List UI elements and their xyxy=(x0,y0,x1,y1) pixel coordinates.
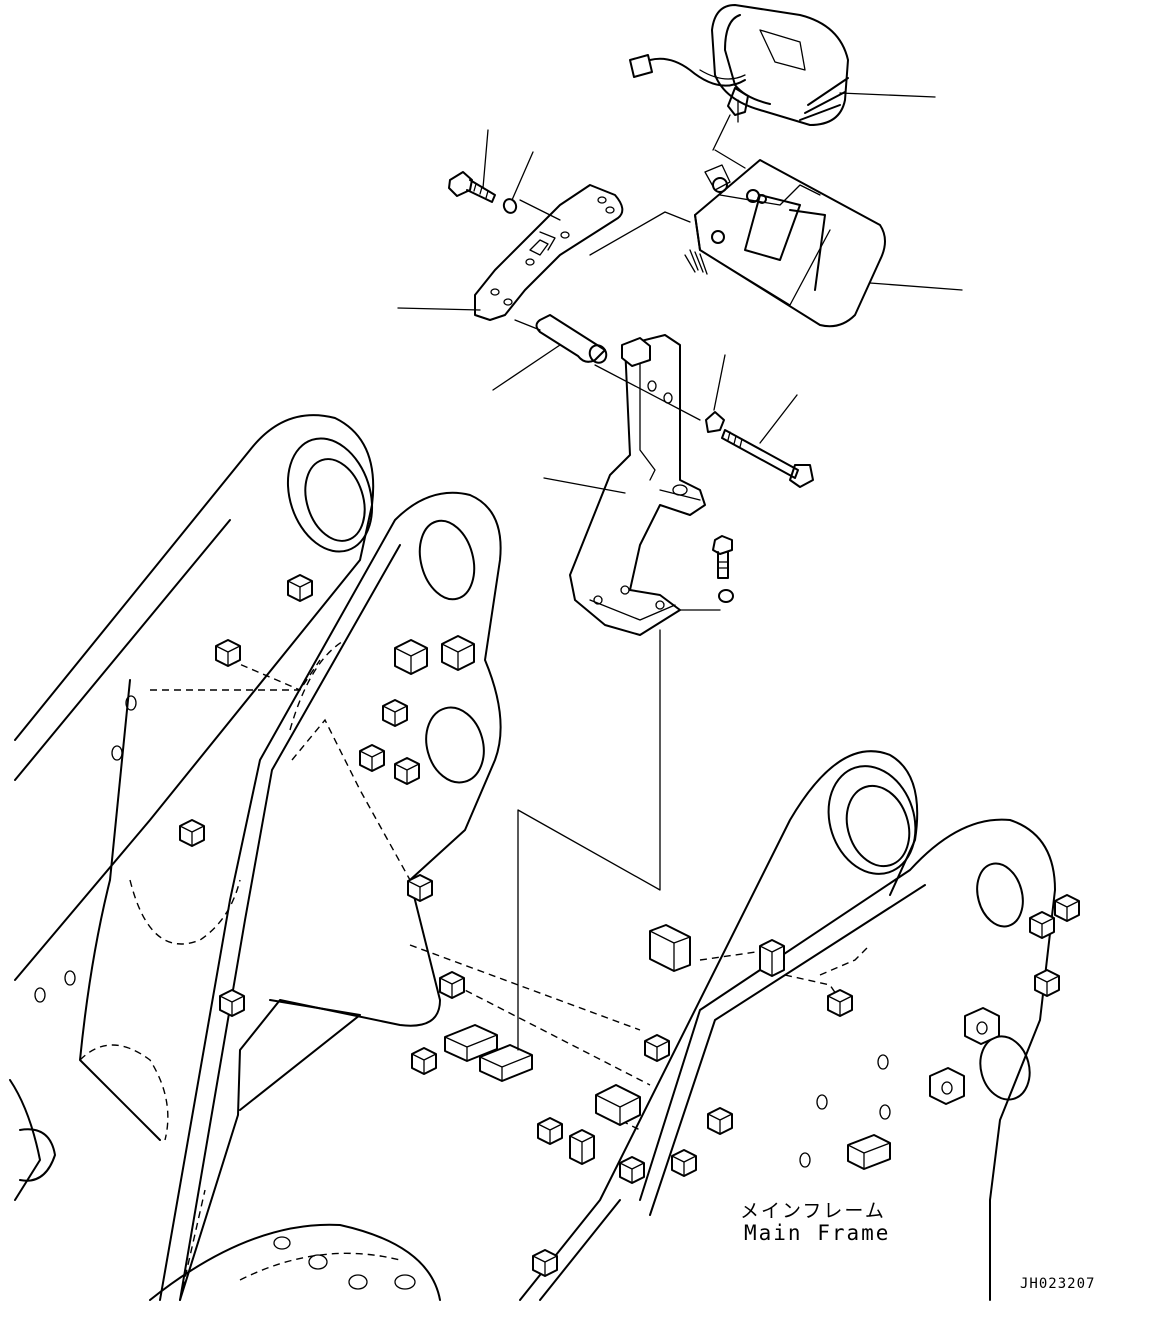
left-frame-front-plate xyxy=(159,491,502,1301)
callout-leaders xyxy=(397,92,963,494)
block xyxy=(649,924,691,972)
main-frame-label-jp: メインフレーム xyxy=(740,1200,886,1222)
block xyxy=(394,639,428,675)
right-frame-arm xyxy=(519,750,1056,1301)
block xyxy=(671,1149,697,1177)
bolt-lower xyxy=(712,535,734,603)
lamp-bracket xyxy=(569,334,706,636)
block xyxy=(382,699,408,727)
block xyxy=(287,574,313,602)
block xyxy=(847,1134,891,1170)
block xyxy=(411,1047,437,1075)
block xyxy=(964,1007,1000,1045)
block xyxy=(707,1107,733,1135)
block xyxy=(439,971,465,999)
block xyxy=(644,1034,670,1062)
mounting-blocks xyxy=(179,574,1080,1277)
block xyxy=(394,757,420,785)
lower-frame-left xyxy=(9,1079,441,1301)
block xyxy=(532,1249,558,1277)
spacer-collar xyxy=(535,314,608,364)
block xyxy=(827,989,853,1017)
block xyxy=(1029,911,1055,939)
block xyxy=(1054,894,1080,922)
frame-structure-dashes xyxy=(229,659,771,1131)
block xyxy=(441,635,475,671)
block xyxy=(359,744,385,772)
work-lamp xyxy=(629,4,849,126)
bolt-right xyxy=(705,411,814,488)
block xyxy=(619,1156,645,1184)
leader-assembly-lines xyxy=(514,114,746,1051)
left-frame-rear-arm xyxy=(14,414,375,1141)
block xyxy=(407,874,433,902)
block xyxy=(537,1117,563,1145)
block xyxy=(219,989,245,1017)
lamp-mount-housing xyxy=(684,159,886,328)
block xyxy=(215,639,241,667)
mounting-plate xyxy=(474,184,624,321)
main-frame-label-en: Main Frame xyxy=(744,1221,891,1245)
block xyxy=(569,1129,595,1165)
block xyxy=(1034,969,1060,997)
block xyxy=(479,1044,533,1082)
block xyxy=(595,1084,641,1126)
block xyxy=(759,939,785,977)
block xyxy=(444,1024,498,1062)
block xyxy=(929,1067,965,1105)
drawing-code: JH023207 xyxy=(1020,1276,1096,1292)
block xyxy=(179,819,205,847)
